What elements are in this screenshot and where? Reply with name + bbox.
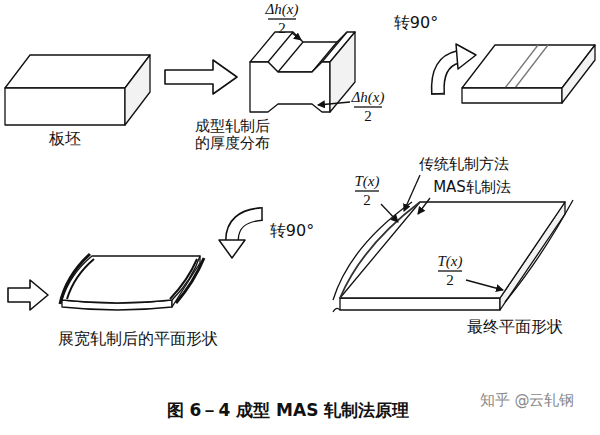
leader-line xyxy=(404,175,420,211)
spread-slab xyxy=(60,254,204,310)
fraction-denominator: 2 xyxy=(362,192,372,209)
rotate-arrow xyxy=(219,207,263,258)
watermark: 知乎 @云轧钢 xyxy=(479,392,576,409)
part-label: 最终平面形状 xyxy=(466,318,564,336)
method-label: MAS轧制法 xyxy=(432,179,512,196)
rotated-slab xyxy=(462,45,595,103)
fraction-denominator: 2 xyxy=(363,108,373,125)
part-label: 板坯 xyxy=(48,130,82,148)
fraction-bar xyxy=(438,270,462,271)
fraction-bar xyxy=(268,18,296,19)
rotation-label: 转90° xyxy=(269,222,315,240)
fraction-bar xyxy=(355,190,379,191)
flow-arrow xyxy=(165,60,237,94)
leader-line xyxy=(292,33,301,40)
fraction-numerator: T(x) xyxy=(354,173,381,190)
rotation-label: 转90° xyxy=(393,14,439,32)
leader-line xyxy=(418,198,430,214)
figure-caption: 图 6－4 成型 MAS 轧制法原理 xyxy=(166,401,411,421)
final-slab xyxy=(333,200,573,312)
fraction-numerator: Δh(x) xyxy=(265,1,300,18)
fraction-numerator: T(x) xyxy=(437,253,464,270)
fraction-denominator: 2 xyxy=(277,20,287,37)
leader-line xyxy=(318,102,350,105)
flow-arrow xyxy=(8,280,48,310)
formed-slab xyxy=(250,32,355,112)
method-label: 传统轧制方法 xyxy=(418,156,510,173)
fraction-denominator: 2 xyxy=(445,272,455,289)
slab xyxy=(5,55,150,125)
part-label: 展宽轧制后的平面形状 xyxy=(57,330,219,348)
fraction-bar xyxy=(354,106,382,107)
fraction-numerator: Δh(x) xyxy=(351,89,386,106)
leader-line xyxy=(466,280,503,290)
leader-line xyxy=(381,204,398,222)
part-label: 成型轧制后 的厚度分布 xyxy=(191,118,273,153)
